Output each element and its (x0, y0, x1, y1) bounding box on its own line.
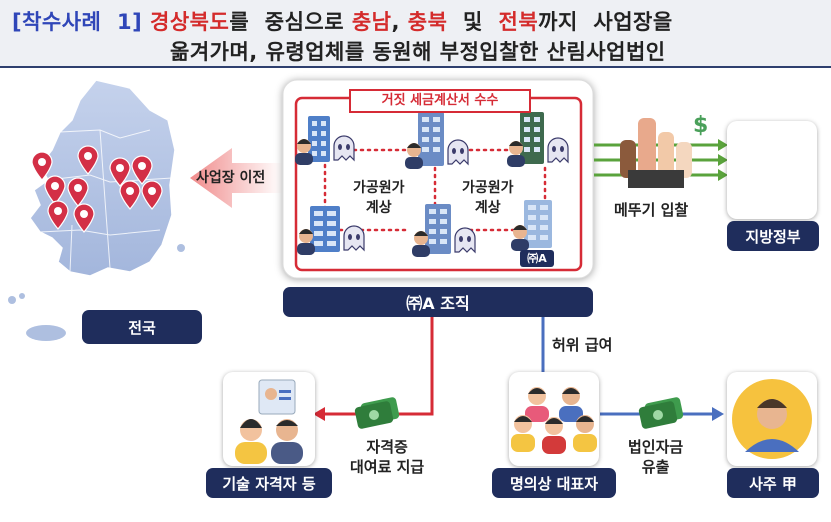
fake-salary-label: 허위 급여 (552, 336, 613, 354)
nominal-reps-icon (511, 387, 597, 454)
map-pin-icon (119, 180, 141, 210)
building-icon (308, 116, 330, 162)
businessman-icon (295, 139, 313, 165)
ghost-icon (454, 227, 476, 254)
title-segment: 및 (447, 10, 499, 34)
title-segment: , (391, 10, 408, 34)
money-icon-embezzle (638, 397, 684, 429)
fictitious-cost-label-2: 가공원가 계상 (462, 180, 514, 216)
map-pin-icon (109, 157, 131, 187)
map-pin-icon (44, 175, 66, 205)
relocation-label: 사업장 이전 (196, 170, 266, 186)
ghost-icon (333, 135, 355, 162)
tech-holders-icon (235, 379, 303, 464)
title-line-2: 옮겨가며, 유령업체를 동원해 부정입찰한 산림사업법인 (170, 40, 666, 64)
building-icon (425, 204, 451, 254)
businessman-icon (405, 143, 423, 169)
title-segment: 충북 (407, 10, 448, 34)
map-pin-icon (47, 200, 69, 230)
map-pin-icon (77, 145, 99, 175)
government-card (727, 121, 817, 219)
license-fee-label: 자격증 대여료 지급 (350, 438, 425, 476)
title-segment: [착수사례 1] (12, 10, 143, 34)
tech-holders-label: 기술 자격자 등 (206, 468, 332, 498)
owner-avatar-icon (732, 379, 812, 459)
building-icon (418, 112, 444, 166)
fictitious-cost-label-1: 가공원가 계상 (353, 180, 405, 216)
korea-map-icon (8, 79, 185, 341)
dotted-connections (323, 148, 547, 232)
title-banner: [착수사례 1] 경상북도를 중심으로 충남, 충북 및 전북까지 사업장을 옮… (0, 0, 831, 68)
fake-invoice-tag: 거짓 세금계산서 수수 (349, 89, 531, 113)
local-gov-label: 지방정부 (727, 221, 819, 251)
businessman-icon (412, 231, 430, 257)
relocation-arrow (190, 148, 282, 208)
ghost-icon (447, 139, 469, 166)
tech-holders-card (223, 372, 315, 466)
map-pin-icon (67, 177, 89, 207)
ghost-icon (343, 225, 365, 252)
title-segment: 전북 (498, 10, 539, 34)
money-icon-license (354, 397, 400, 429)
title-segment: 경상북도 (142, 10, 230, 34)
map-pin-icon (31, 151, 53, 181)
company-buildings (295, 112, 569, 257)
owner-label: 사주 甲 (727, 468, 819, 498)
bid-rigging-label: 메뚜기 입찰 (614, 201, 689, 219)
nominal-reps-card (509, 372, 599, 466)
embezzlement-label: 법인자금 유출 (628, 438, 684, 476)
ghost-icon (547, 137, 569, 164)
building-icon (310, 206, 340, 252)
map-pin-icon (131, 155, 153, 185)
owner-card (727, 372, 817, 466)
map-pin-icon (73, 203, 95, 233)
building-icon (524, 200, 552, 248)
title-line-1: [착수사례 1] 경상북도를 중심으로 충남, 충북 및 전북까지 사업장을 (12, 6, 673, 36)
nationwide-label: 전국 (82, 310, 202, 344)
title-segment: 충남 (351, 10, 392, 34)
title-segment: 를 중심으로 (229, 10, 352, 34)
businessman-icon (511, 225, 529, 251)
hands-bidding-icon: $ (620, 113, 708, 188)
building-icon (520, 112, 544, 164)
title-segment: 까지 사업장을 (538, 10, 673, 34)
map-pins (31, 145, 163, 233)
nominal-reps-label: 명의상 대표자 (492, 468, 616, 498)
map-pin-icon (141, 180, 163, 210)
businessman-icon (297, 229, 315, 255)
company-a-tag: ㈜A (520, 250, 554, 267)
businessman-icon (507, 141, 525, 167)
organization-label: ㈜A 조직 (283, 287, 593, 317)
svg-text:$: $ (693, 113, 708, 138)
